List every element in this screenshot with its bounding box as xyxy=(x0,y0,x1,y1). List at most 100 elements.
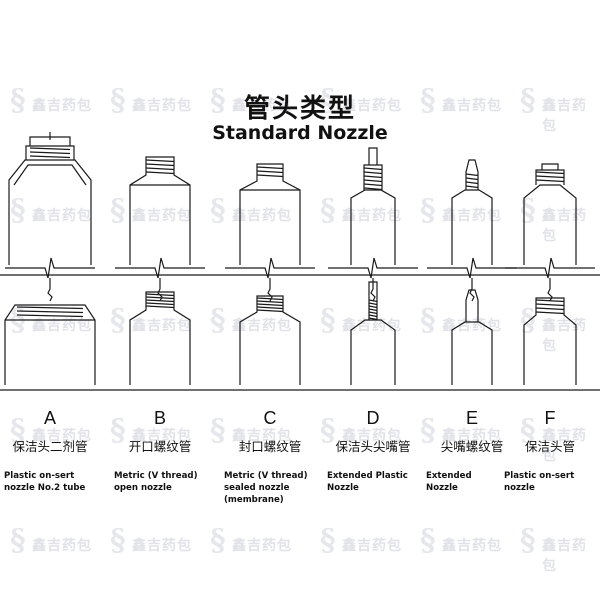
watermark-text: 鑫吉药包 xyxy=(232,318,292,334)
nozzle-d-tip xyxy=(368,147,378,165)
watermark-text: 鑫吉药包 xyxy=(442,208,502,224)
watermark-logo: § xyxy=(110,413,126,448)
nozzle-b-lower-thread xyxy=(145,293,175,309)
nozzle-e-lower-tip xyxy=(465,289,479,322)
nozzle-name-en-line: Plastic on-sert xyxy=(504,471,575,481)
nozzle-letter: E xyxy=(465,408,478,428)
nozzle-c-lower-thread xyxy=(256,297,284,313)
nozzle-b-thread xyxy=(145,159,175,175)
nozzle-a-thread xyxy=(29,147,71,159)
nozzle-f-lower-body xyxy=(523,297,577,385)
nozzle-name-cn: 封口螺纹管 xyxy=(238,439,302,454)
nozzle-b-lower-body xyxy=(129,291,191,385)
watermark-logo: § xyxy=(520,413,536,448)
nozzle-name-en-line: Plastic on-sert xyxy=(4,471,75,481)
break-mark xyxy=(469,278,475,302)
watermark-text: 鑫吉药包 xyxy=(542,98,587,134)
nozzle-name-en-line: Metric (V thread) xyxy=(114,471,198,481)
nozzle-name-en-line: open nozzle xyxy=(114,483,172,493)
watermark-logo: § xyxy=(420,83,436,118)
watermark-text: 鑫吉药包 xyxy=(542,428,587,464)
watermark-logo: § xyxy=(320,303,336,338)
watermark-logo: § xyxy=(320,523,336,558)
watermark-text: 鑫吉药包 xyxy=(132,98,192,114)
break-mark xyxy=(505,257,595,279)
nozzle-d-lower-body xyxy=(350,319,396,385)
watermark-text: 鑫吉药包 xyxy=(342,538,402,554)
nozzle-name-en-line: sealed nozzle xyxy=(224,483,290,493)
nozzle-name-en: Plastic on-sert nozzle xyxy=(504,470,600,494)
watermark-text: 鑫吉药包 xyxy=(542,318,587,354)
nozzle-letter: A xyxy=(43,408,56,428)
watermark-text: 鑫吉药包 xyxy=(32,318,92,334)
nozzle-name-en-line: Nozzle xyxy=(426,483,458,493)
nozzle-name-cn: 保洁头管 xyxy=(524,439,575,454)
nozzle-a-lower-thread xyxy=(16,306,84,318)
nozzle-name-en-line: Extended Plastic xyxy=(327,471,408,481)
watermark-text: 鑫吉药包 xyxy=(132,208,192,224)
watermark-text: 鑫吉药包 xyxy=(232,538,292,554)
nozzle-a-body xyxy=(8,159,92,265)
watermark-logo: § xyxy=(520,523,536,558)
watermark-text: 鑫吉药包 xyxy=(232,428,292,444)
watermark-logo: § xyxy=(520,83,536,118)
break-mark xyxy=(5,257,95,279)
watermark-text: 鑫吉药包 xyxy=(232,208,292,224)
watermark-logo: § xyxy=(210,413,226,448)
watermark-text: 鑫吉药包 xyxy=(232,98,292,114)
break-mark xyxy=(370,278,376,302)
nozzle-f-thread xyxy=(535,171,565,183)
watermark-logo: § xyxy=(210,83,226,118)
watermark-logo: § xyxy=(110,193,126,228)
nozzle-letter: B xyxy=(153,408,166,428)
nozzle-letter: F xyxy=(544,408,556,428)
nozzle-e-thread xyxy=(465,173,479,189)
watermark-logo: § xyxy=(110,523,126,558)
break-mark xyxy=(267,278,273,302)
watermark-text: 鑫吉药包 xyxy=(342,208,402,224)
nozzle-name-cn: 保洁头尖嘴管 xyxy=(335,439,411,454)
watermark-text: 鑫吉药包 xyxy=(342,428,402,444)
nozzle-name-en-line: nozzle xyxy=(504,483,535,493)
watermark-logo: § xyxy=(420,193,436,228)
watermark-text: 鑫吉药包 xyxy=(132,428,192,444)
watermark-text: 鑫吉药包 xyxy=(342,98,402,114)
nozzle-name-cn: 保洁头二剂管 xyxy=(12,439,88,454)
watermark-logo: § xyxy=(110,303,126,338)
nozzle-a-lower-body xyxy=(4,304,96,385)
break-mark xyxy=(47,278,53,302)
watermark-text: 鑫吉药包 xyxy=(132,538,192,554)
watermark-text: 鑫吉药包 xyxy=(342,318,402,334)
watermark-logo: § xyxy=(10,523,26,558)
nozzle-d-thread xyxy=(363,167,383,191)
break-mark xyxy=(225,257,315,279)
nozzle-name-en-line: Metric (V thread) xyxy=(224,471,308,481)
nozzle-name-cn: 尖嘴螺纹管 xyxy=(440,439,504,454)
watermark-logo: § xyxy=(320,83,336,118)
watermark-logo: § xyxy=(210,523,226,558)
watermark-logo: § xyxy=(420,303,436,338)
nozzle-name-en-line: nozzle No.2 tube xyxy=(4,483,86,493)
watermark-text: 鑫吉药包 xyxy=(442,98,502,114)
nozzle-a-inner xyxy=(13,164,87,186)
nozzle-f-body xyxy=(523,184,577,265)
nozzle-a-cap xyxy=(25,145,75,160)
watermark-text: 鑫吉药包 xyxy=(442,428,502,444)
nozzle-name-en-line: (membrane) xyxy=(224,495,284,505)
watermark-text: 鑫吉药包 xyxy=(32,538,92,554)
nozzle-name-en-line: Extended xyxy=(426,471,472,481)
watermark-logo: § xyxy=(10,413,26,448)
watermark-logo: § xyxy=(10,193,26,228)
nozzle-f-lower-thread xyxy=(535,299,565,315)
watermark-text: 鑫吉药包 xyxy=(442,538,502,554)
nozzle-name-en: Metric (V thread) sealed nozzle (membrane) xyxy=(224,470,324,506)
title-english: Standard Nozzle xyxy=(212,122,388,144)
watermark-logo: § xyxy=(110,83,126,118)
nozzle-c-thread xyxy=(256,166,284,178)
nozzle-letter: D xyxy=(366,408,380,428)
nozzle-c-body xyxy=(239,163,301,265)
watermark-logo: § xyxy=(420,523,436,558)
